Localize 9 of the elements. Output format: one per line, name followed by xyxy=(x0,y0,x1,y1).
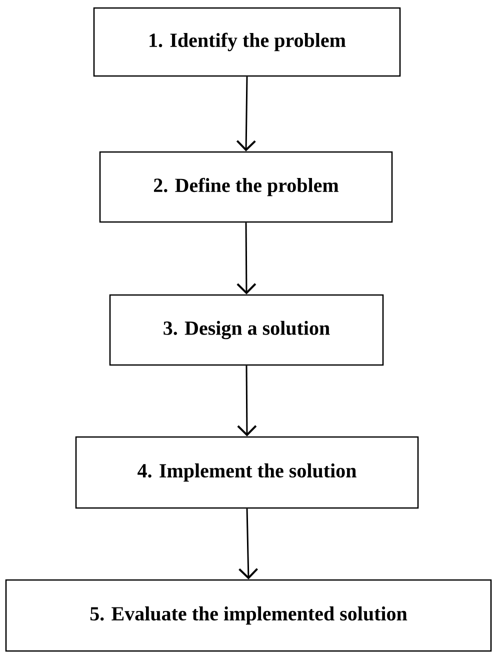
process-box: 4. Implement the solution xyxy=(75,436,419,509)
process-box: 1. Identify the problem xyxy=(93,7,401,77)
arrow xyxy=(236,76,256,152)
arrow xyxy=(236,222,256,294)
process-box: 5. Evaluate the implemented solution xyxy=(5,579,492,652)
process-box: 2. Define the problem xyxy=(99,151,393,223)
arrow xyxy=(237,366,257,436)
process-box: 3. Design a solution xyxy=(109,294,384,366)
arrow xyxy=(238,508,258,580)
